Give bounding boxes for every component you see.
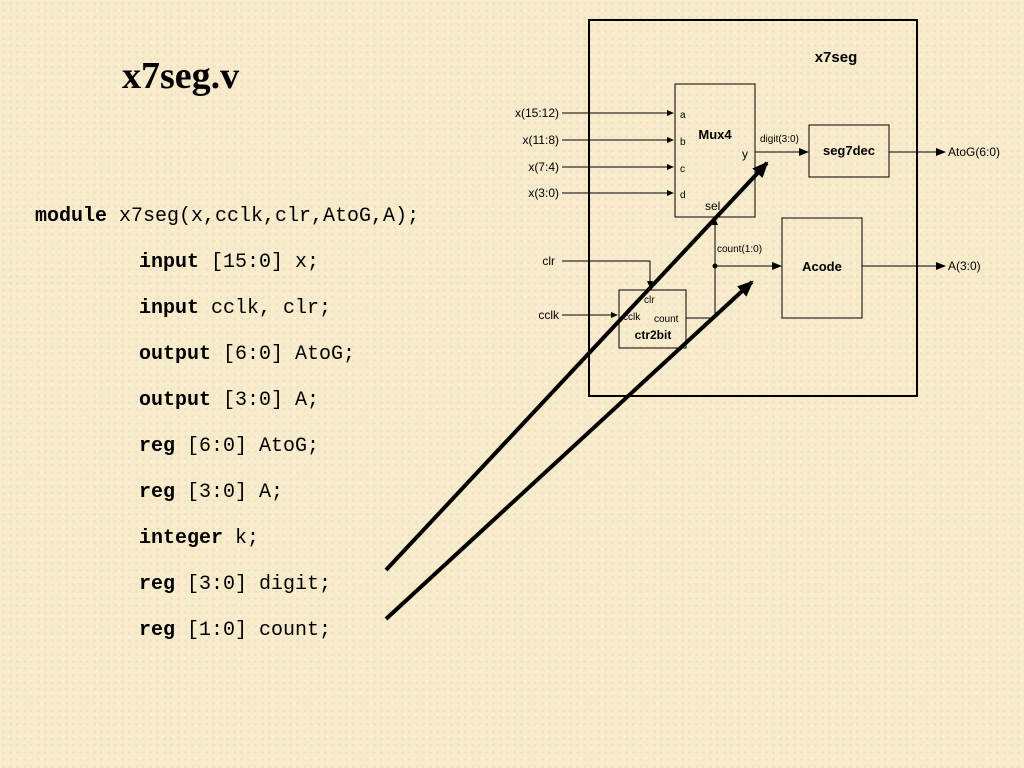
code-text: [6:0] AtoG; xyxy=(175,435,320,458)
junction-dot xyxy=(712,263,718,269)
code-line: output [3:0] A; xyxy=(139,389,319,413)
code-text: [3:0] A; xyxy=(211,389,320,412)
input-label: x(11:8) xyxy=(523,133,559,147)
module-label: x7seg xyxy=(815,49,858,66)
code-line-module: module x7seg(x,cclk,clr,AtoG,A); xyxy=(35,205,419,229)
count-wire-label: count(1:0) xyxy=(717,244,762,255)
ctr-port-cclk: cclk xyxy=(623,312,641,323)
mux4-label: Mux4 xyxy=(698,127,732,142)
code-text: x7seg(x,cclk,clr,AtoG,A); xyxy=(107,205,420,228)
mux-port-y: y xyxy=(742,147,748,161)
a-output-label: A(3:0) xyxy=(948,259,981,273)
code-line: output [6:0] AtoG; xyxy=(139,343,355,367)
code-keyword: reg xyxy=(139,619,176,642)
code-keyword: module xyxy=(35,205,108,228)
mux-port-d: d xyxy=(680,190,686,201)
code-text: [6:0] AtoG; xyxy=(211,343,356,366)
ctr-port-count: count xyxy=(654,314,679,325)
wire-count-up xyxy=(686,266,716,319)
code-keyword: reg xyxy=(139,573,176,596)
annotation-arrow-digit xyxy=(384,161,769,572)
code-keyword: reg xyxy=(139,481,176,504)
code-line: input [15:0] x; xyxy=(139,251,319,275)
ctr2bit-label: ctr2bit xyxy=(635,328,672,342)
input-label: x(3:0) xyxy=(528,186,559,200)
ctr-port-clr: clr xyxy=(644,295,655,306)
code-keyword: reg xyxy=(139,435,176,458)
code-keyword: input xyxy=(139,251,200,274)
seg7dec-label: seg7dec xyxy=(823,143,875,158)
mux-port-a: a xyxy=(680,110,686,121)
clr-input-label: clr xyxy=(542,254,555,268)
input-label: x(7:4) xyxy=(528,160,559,174)
code-line: integer k; xyxy=(139,527,259,551)
code-text: [3:0] digit; xyxy=(175,573,332,596)
mux-port-c: c xyxy=(680,164,685,175)
wire-clr xyxy=(562,260,653,288)
code-keyword: integer xyxy=(139,527,224,550)
seg7dec-block xyxy=(808,124,890,178)
acode-label: Acode xyxy=(802,259,842,274)
code-text: [1:0] count; xyxy=(175,619,332,642)
atog-output-label: AtoG(6:0) xyxy=(948,145,1000,159)
code-keyword: output xyxy=(139,343,212,366)
code-keyword: input xyxy=(139,297,200,320)
input-label: x(15:12) xyxy=(515,106,559,120)
code-line-count: reg [1:0] count; xyxy=(139,619,331,643)
code-keyword: output xyxy=(139,389,212,412)
code-text: [15:0] x; xyxy=(199,251,320,274)
code-line: reg [6:0] AtoG; xyxy=(139,435,319,459)
code-text: [3:0] A; xyxy=(175,481,284,504)
annotation-arrow-count xyxy=(384,280,754,621)
mux-port-sel: sel xyxy=(705,199,720,213)
digit-wire-label: digit(3:0) xyxy=(760,134,799,145)
code-line: input cclk, clr; xyxy=(139,297,331,321)
slide-title: x7seg.v xyxy=(122,55,240,97)
code-line: reg [3:0] A; xyxy=(139,481,283,505)
code-text: k; xyxy=(223,527,260,550)
code-line-digit: reg [3:0] digit; xyxy=(139,573,331,597)
acode-block xyxy=(781,217,863,319)
mux-port-b: b xyxy=(680,137,686,148)
cclk-input-label: cclk xyxy=(538,308,560,322)
code-text: cclk, clr; xyxy=(199,297,332,320)
module-box xyxy=(588,19,918,397)
